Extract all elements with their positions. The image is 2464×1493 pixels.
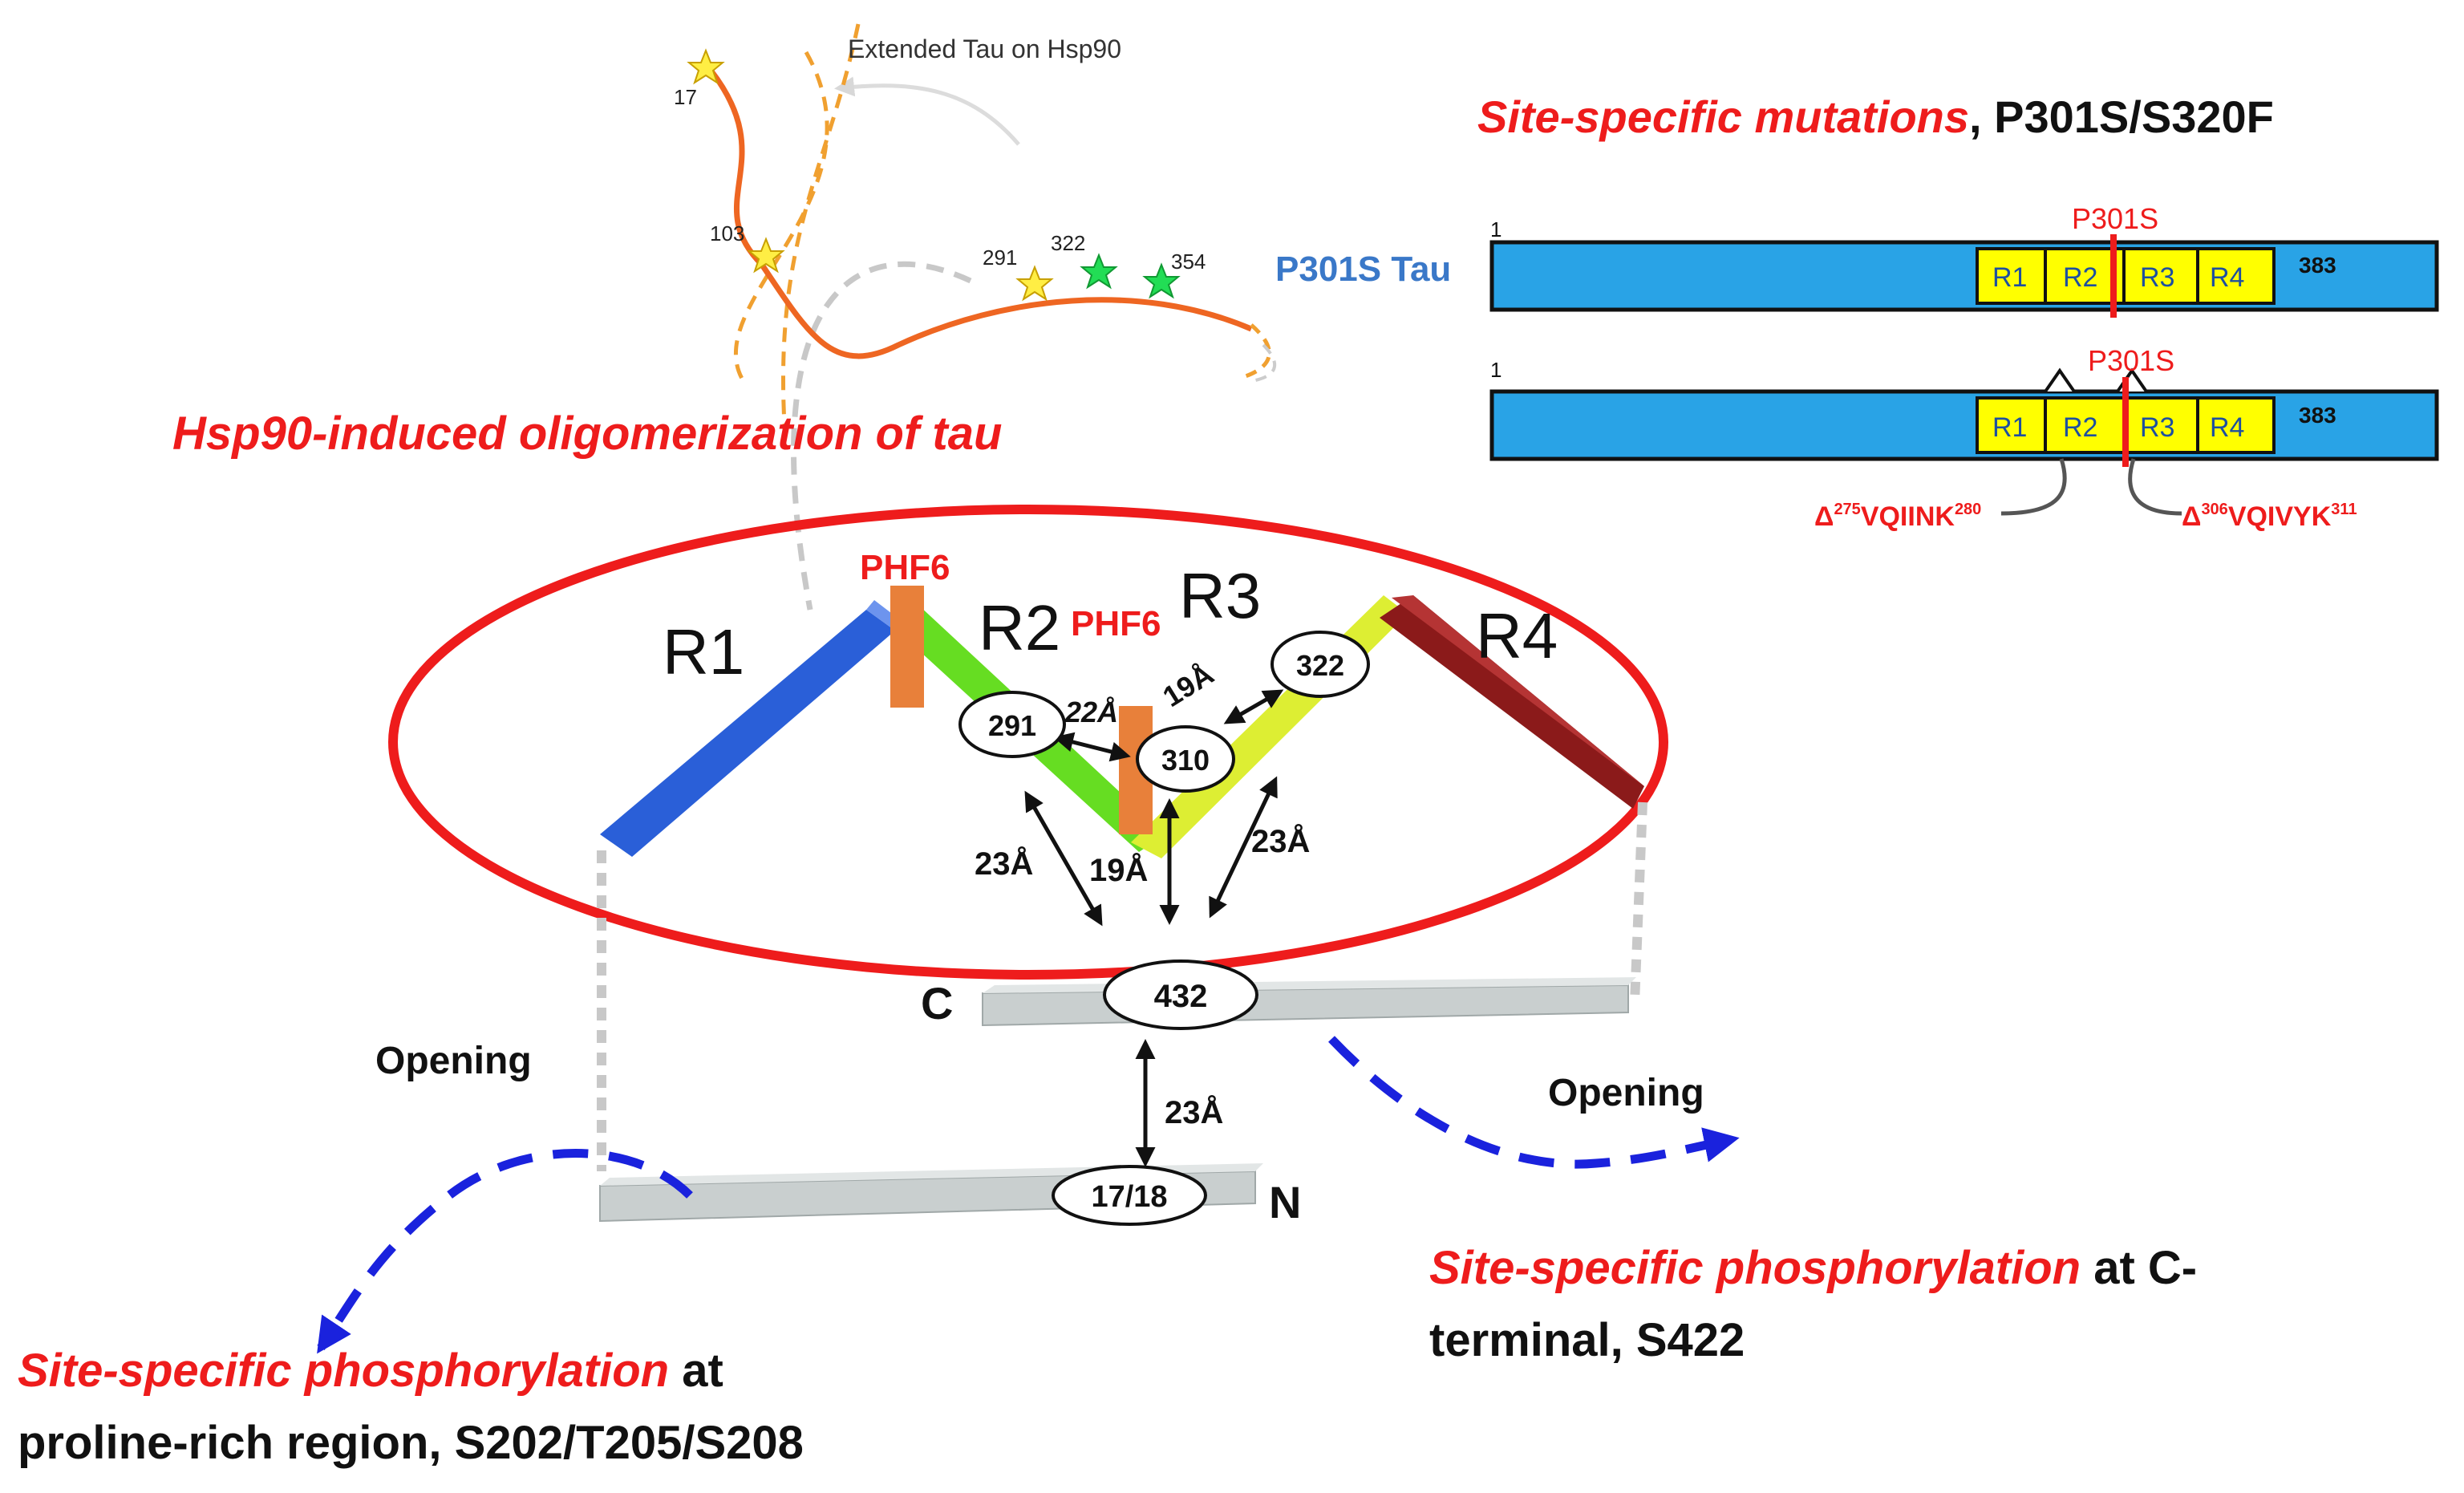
svg-text:322: 322 [1296, 649, 1344, 682]
star-label-17: 17 [674, 85, 697, 109]
tau-solid-trace [703, 62, 1253, 359]
phospho-left-line2: proline-rich region, S202/T205/S208 [18, 1417, 804, 1469]
bar2-tau [1489, 389, 2439, 461]
bar2-r3: R3 [2140, 412, 2174, 443]
residue-310: 310 [1136, 725, 1235, 793]
residue-432: 432 [1103, 959, 1258, 1030]
mutations-title-red: Site-specific mutations [1477, 91, 1969, 142]
label-r4: R4 [1476, 600, 1558, 671]
star-17-icon [687, 48, 725, 85]
orange-dashed-trace-2 [733, 51, 829, 387]
star-label-322: 322 [1051, 231, 1085, 255]
grey-arrow-curve [834, 76, 1020, 146]
arrow-291-432 [1024, 790, 1103, 927]
bar2-r4: R4 [2210, 412, 2244, 443]
blue-arrow-right [1328, 1036, 1740, 1169]
hsp90-title: Hsp90-induced oligomerization of tau [172, 408, 1002, 460]
svg-text:291: 291 [988, 709, 1036, 742]
arrow-310-322 [1223, 689, 1284, 724]
oligomer-ellipse [388, 505, 1668, 980]
mutations-title: Site-specific mutations, P301S/S320F [1477, 91, 2274, 142]
star-label-291: 291 [983, 245, 1017, 270]
r4-bar [1380, 595, 1644, 809]
star-label-103: 103 [710, 221, 744, 245]
arrow-291-310 [1053, 732, 1131, 762]
svg-text:310: 310 [1161, 744, 1210, 777]
right-dotted-link [1630, 801, 1647, 1004]
opening-right: Opening [1548, 1072, 1704, 1114]
bar1-r4: R4 [2210, 262, 2244, 293]
bar2-r1: R1 [1992, 412, 2027, 443]
bar1-r3: R3 [2140, 262, 2174, 293]
bar1-name: P301S Tau [1275, 250, 1451, 289]
residue-322: 322 [1270, 631, 1370, 698]
svg-text:17/18: 17/18 [1091, 1180, 1167, 1214]
terminal-c: C [921, 978, 953, 1028]
label-r1: R1 [663, 616, 744, 688]
svg-text:432: 432 [1154, 979, 1208, 1014]
bar2-r2: R2 [2063, 412, 2097, 443]
deletion1-bracket [2000, 458, 2067, 516]
star-103-icon [747, 237, 785, 274]
bar1-end: 383 [2299, 253, 2336, 278]
blue-arrow-left [317, 1149, 693, 1354]
dist-23-right: 23Å [1251, 823, 1310, 859]
deletion-caret-1 [2044, 367, 2076, 393]
deletion2-label: Δ306VQIVYK311 [2182, 501, 2357, 532]
bar1-r2: R2 [2063, 262, 2097, 293]
label-r3: R3 [1179, 560, 1261, 631]
phospho-left-line1: Site-specific phosphorylation at [18, 1345, 723, 1397]
mutations-panel: Site-specific mutations, P301S/S320F P30… [1275, 91, 2439, 532]
bar2-start: 1 [1490, 358, 1502, 382]
opening-left: Opening [375, 1040, 532, 1082]
dist-19-mid: 19Å [1089, 852, 1148, 888]
deletion1-label: Δ275VQIINK280 [1814, 501, 1981, 532]
phospho-right-line2: terminal, S422 [1429, 1314, 1745, 1366]
dist-23-left: 23Å [975, 846, 1033, 882]
tau-dashed-tail-2 [1250, 343, 1277, 383]
bar1-tau [1489, 240, 2439, 312]
phospho-right-line1: Site-specific phosphorylation at C- [1429, 1242, 2197, 1294]
star-291-icon [1015, 265, 1054, 302]
bar2-mutation-label: P301S [2088, 344, 2174, 377]
phf6-label-1: PHF6 [860, 548, 950, 587]
phf6-marker-1 [890, 586, 924, 708]
c-terminal-bar [982, 977, 1636, 1027]
label-r2: R2 [979, 592, 1060, 663]
structure-model: PHF6 PHF6 R1 R2 R3 R4 22Å 19Å 23Å 19Å 23… [317, 505, 1740, 1354]
terminal-n: N [1269, 1177, 1301, 1227]
grey-dashed-trace [791, 261, 972, 611]
phospho-right-block: Site-specific phosphorylation at C- term… [1429, 1242, 2197, 1366]
mutations-title-black: , P301S/S320F [1969, 91, 2274, 142]
dist-23-bottom: 23Å [1165, 1094, 1223, 1130]
r1-bar [600, 600, 902, 857]
residue-291: 291 [958, 691, 1066, 758]
phospho-left-block: Site-specific phosphorylation at proline… [18, 1345, 804, 1469]
bar1-start: 1 [1490, 217, 1502, 241]
star-label-354: 354 [1171, 250, 1206, 274]
bar1-mutation-label: P301S [2072, 202, 2158, 235]
star-322-icon [1080, 253, 1118, 290]
extended-tau-label: Extended Tau on Hsp90 [848, 34, 1121, 63]
extended-tau-panel: 17 103 291 322 354 Extended Tau on Hsp90 [674, 23, 1277, 611]
star-354-icon [1142, 262, 1181, 299]
dist-19-top: 19Å [1157, 657, 1219, 713]
deletion2-bracket [2128, 458, 2182, 516]
residue-17-18: 17/18 [1052, 1165, 1207, 1226]
dist-22: 22Å [1064, 696, 1118, 728]
tau-dashed-tail-1 [1242, 323, 1271, 379]
bar2-end: 383 [2299, 403, 2336, 428]
phf6-label-2: PHF6 [1071, 604, 1161, 643]
bar1-r1: R1 [1992, 262, 2027, 293]
arrow-322-432 [1209, 776, 1278, 919]
